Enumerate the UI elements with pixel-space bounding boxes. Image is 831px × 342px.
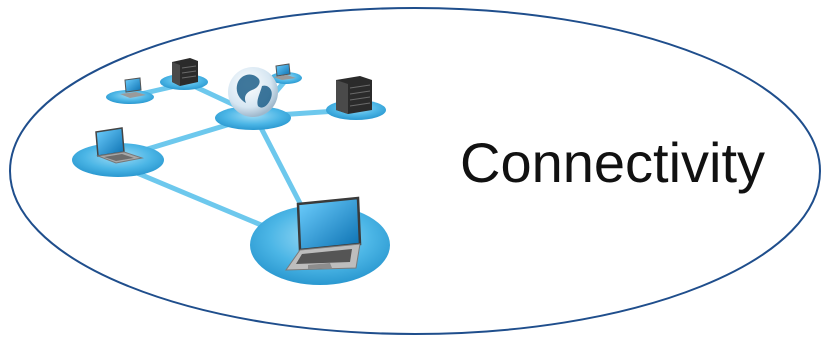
platform-globe xyxy=(215,106,291,130)
link-laptop-left-laptop-large xyxy=(122,165,288,238)
outer-ellipse xyxy=(9,7,821,335)
server-icon xyxy=(172,58,198,86)
server-icon xyxy=(336,76,372,114)
laptop-icon xyxy=(273,63,296,80)
globe-icon xyxy=(228,67,278,117)
laptop-icon xyxy=(120,77,146,98)
laptop-icon xyxy=(285,196,362,271)
laptop-icon xyxy=(95,127,144,164)
title: Connectivity xyxy=(460,131,766,194)
